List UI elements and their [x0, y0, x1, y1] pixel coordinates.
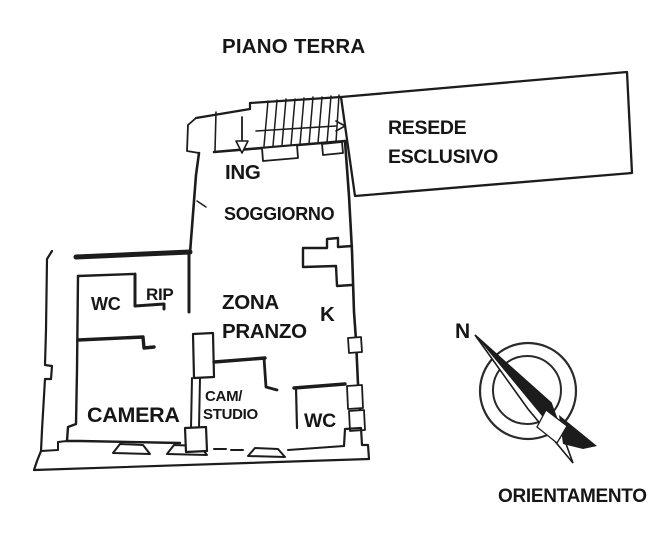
courtyard-outline — [339, 70, 634, 198]
room-label-ing: ING — [225, 161, 261, 184]
buttress — [112, 443, 151, 455]
room-label-rip: RIP — [146, 285, 173, 304]
stair-treads — [263, 94, 340, 147]
room-label-camera: CAMERA — [87, 403, 180, 427]
compass-rose — [474, 334, 597, 464]
room-label-pranzo: PRANZO — [222, 320, 307, 343]
partition-soggiorno-pranzo — [301, 236, 354, 288]
stair-walk-line — [255, 125, 337, 132]
compass-north-label: N — [455, 320, 470, 343]
room-label-kitchen: K — [320, 303, 335, 326]
buttress — [247, 447, 286, 458]
room-label-resede-line1: RESEDE — [388, 117, 467, 139]
window-east-1 — [346, 384, 364, 410]
room-label-cam-line2: STUDIO — [203, 406, 259, 423]
page-title: PIANO TERRA — [222, 35, 365, 58]
stair-direction-arrow-icon — [335, 120, 346, 132]
entrance-arrow-icon — [235, 140, 249, 154]
compass-inner-circle — [492, 355, 562, 425]
compass-needle-black-blade — [475, 335, 561, 439]
compass-outer-circle — [478, 341, 578, 441]
room-label-resede-line2: ESCLUSIVO — [388, 146, 498, 168]
compass-needle-feather — [559, 415, 597, 449]
room-label-wc-right: WC — [304, 410, 336, 432]
room-label-soggiorno: SOGGIORNO — [224, 204, 335, 224]
plan-walls — [32, 70, 634, 472]
compass-caption: ORIENTAMENTO — [498, 486, 647, 507]
compass-needle-cross-diamond — [536, 409, 568, 444]
room-label-cam-line1: CAM/ — [205, 388, 243, 405]
window-east-2 — [348, 409, 366, 432]
room-label-zona: ZONA — [222, 291, 279, 314]
room-label-wc-left: WC — [91, 294, 121, 314]
